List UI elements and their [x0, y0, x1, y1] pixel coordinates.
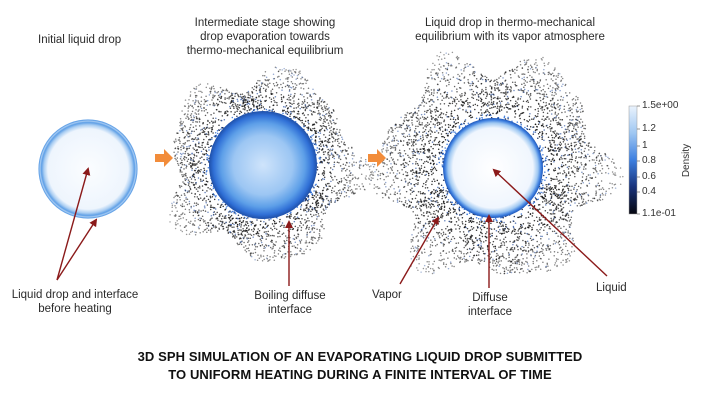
label-boiling-interface: Boiling diffuse interface: [254, 290, 326, 316]
label-intermediate: Intermediate stage showing drop evaporat…: [186, 17, 344, 57]
colorbar-tick-5: 0.4: [642, 186, 656, 197]
colorbar-tick-6: 1.1e-01: [642, 208, 676, 219]
arrow-to-drop-interface: [56, 218, 98, 281]
colorbar-tick-4: 0.6: [642, 171, 656, 182]
figure-caption: 3D SPH SIMULATION OF AN EVAPORATING LIQU…: [137, 349, 583, 382]
colorbar-tick-2: 1: [642, 140, 648, 151]
colorbar-tick-0: 1.5e+00: [642, 100, 679, 111]
colorbar: [628, 105, 638, 215]
arrow-to-vapor: [399, 216, 439, 285]
drop-intermediate: [209, 111, 317, 219]
colorbar-tick-marks: [637, 105, 640, 215]
colorbar-tick-3: 0.8: [642, 155, 656, 166]
progress-arrow-1: [155, 149, 173, 167]
arrow-to-liquid: [492, 168, 608, 277]
label-vapor: Vapor: [372, 289, 402, 301]
drop-equilibrium: [443, 118, 543, 218]
label-diffuse-interface: Diffuse interface: [467, 292, 513, 318]
colorbar-tick-1: 1.2: [642, 123, 656, 134]
vapor-cloud-intermediate: [169, 66, 374, 262]
colorbar-title: Density: [681, 143, 693, 178]
label-liquid: Liquid: [596, 282, 627, 294]
arrow-to-drop-center: [56, 167, 91, 281]
label-before-heating: Liquid drop and interface before heating: [11, 289, 139, 315]
vapor-cloud-equilibrium: [370, 51, 624, 275]
progress-arrow-2: [368, 149, 386, 167]
label-initial: Initial liquid drop: [38, 34, 122, 46]
label-equilibrium: Liquid drop in thermo-mechanical equilib…: [415, 17, 605, 43]
